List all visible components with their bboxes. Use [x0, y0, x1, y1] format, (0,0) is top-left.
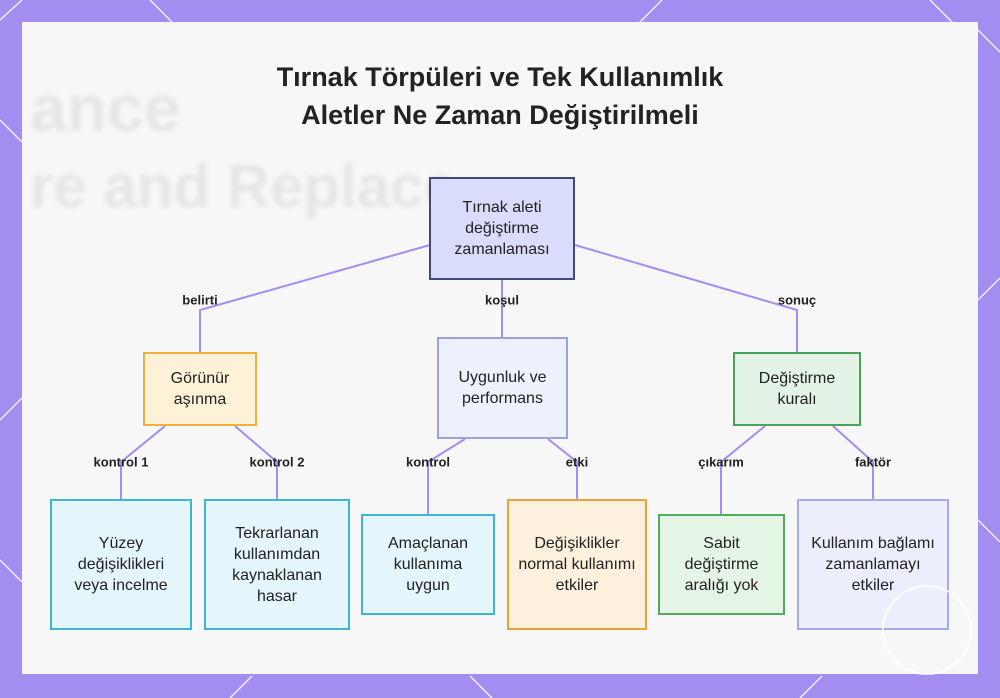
edge-degistirme-kullanim: [832, 425, 874, 499]
node-amaclanan-kullanim: Amaçlanan kullanıma uygun: [361, 514, 495, 615]
edge-label-kontrol-2: kontrol 2: [249, 454, 305, 470]
edge-label-cikarim: çıkarım: [698, 454, 744, 470]
background-text-2: re and Replace: [30, 153, 457, 220]
edge-label-kontrol-1: kontrol 1: [93, 454, 149, 470]
node-degisiklikler-etkiler: Değişiklikler normal kullanımı etkiler: [507, 499, 647, 630]
edge-label-sonuc: sonuç: [777, 292, 817, 308]
node-uygunluk-performans: Uygunluk ve performans: [437, 337, 568, 439]
edge-gorunur-yuzey: [120, 425, 166, 499]
edge-uygunluk-degisik: [547, 438, 578, 499]
edge-label-kontrol: kontrol: [405, 454, 451, 470]
node-root: Tırnak aleti değiştirme zamanlaması: [429, 177, 575, 280]
node-yuzey-degisiklikleri: Yüzey değişiklikleri veya incelme: [50, 499, 192, 630]
node-degistirme-kurali: Değiştirme kuralı: [733, 352, 861, 426]
edge-label-kosul: koşul: [485, 292, 519, 308]
edge-root-gorunur: [199, 244, 431, 352]
node-gorunur-asinma: Görünür aşınma: [143, 352, 257, 426]
edge-uygunluk-amac: [427, 438, 466, 514]
node-sabit-aralik-yok: Sabit değiştirme aralığı yok: [658, 514, 785, 615]
edge-root-degistirme: [574, 244, 798, 352]
node-kullanim-baglami: Kullanım bağlamı zamanlamayı etkiler: [797, 499, 949, 630]
edge-gorunur-tekrar: [234, 425, 278, 499]
node-tekrarlanan-kullanim: Tekrarlanan kullanımdan kaynaklanan hasa…: [204, 499, 350, 630]
edge-degistirme-sabit: [720, 425, 766, 514]
corner-badge: [882, 585, 972, 675]
title-line-2: Aletler Ne Zaman Değiştirilmeli: [301, 100, 699, 130]
edge-label-faktor: faktör: [854, 454, 892, 470]
title-line-1: Tırnak Törpüleri ve Tek Kullanımlık: [276, 62, 724, 92]
edge-label-etki: etki: [565, 454, 589, 470]
diagram-title: Tırnak Törpüleri ve Tek Kullanımlık Alet…: [0, 58, 1000, 134]
edge-label-belirti: belirti: [182, 292, 218, 308]
background-text-1: ance: [30, 71, 181, 145]
